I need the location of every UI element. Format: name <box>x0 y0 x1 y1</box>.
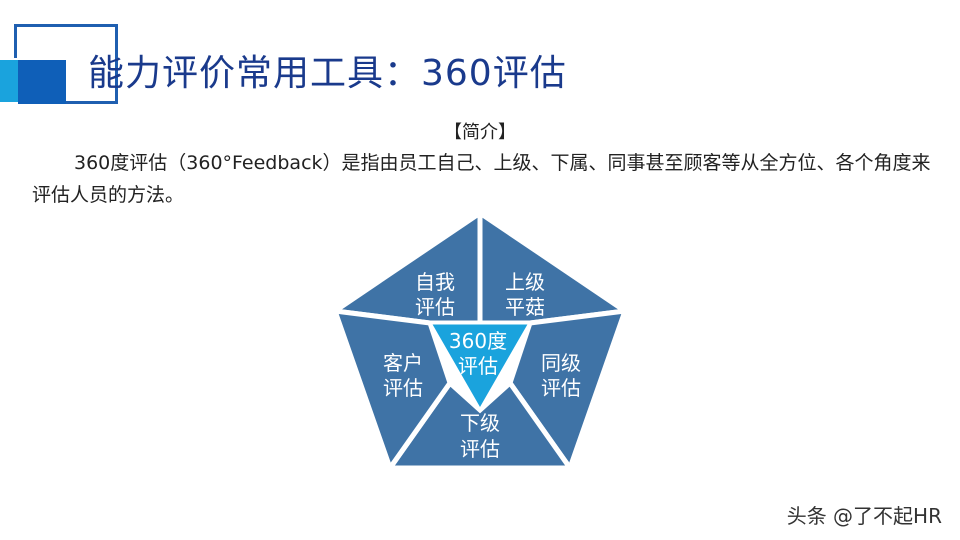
watermark: 头条 @了不起HR <box>786 504 942 528</box>
title-frame-line-right <box>115 24 118 104</box>
segment-left-line2: 评估 <box>383 376 423 400</box>
segment-top-right-fill <box>477 208 632 326</box>
title-frame-line-left <box>14 24 17 58</box>
segment-right-line1: 同级 <box>541 351 581 375</box>
section-heading: 【简介】 <box>444 122 516 143</box>
title-frame-line-bottom <box>62 101 118 104</box>
segment-top-left-fill <box>328 208 483 326</box>
segment-right-line2: 评估 <box>541 376 581 400</box>
segment-bottom-line1: 下级 <box>460 411 500 435</box>
title-frame-line-top <box>14 24 118 27</box>
segment-left-line1: 客户 <box>383 351 423 375</box>
center-triangle <box>427 321 533 414</box>
slide-title: 能力评价常用工具：360评估 <box>88 53 567 94</box>
segment-top-left-line1: 自我 <box>415 270 455 294</box>
center-label-line1: 360度 <box>449 329 507 353</box>
center-label-line2: 评估 <box>458 354 498 378</box>
description-text: 360度评估（360°Feedback）是指由员工自己、上级、下属、同事甚至顾客… <box>32 152 931 206</box>
title-accent-square-dark <box>18 60 66 104</box>
segment-top-right-line2: 平菇 <box>505 295 545 319</box>
segment-top-left-line2: 评估 <box>415 295 455 319</box>
segment-top-right-line1: 上级 <box>505 270 545 294</box>
segment-bottom-line2: 评估 <box>460 437 500 461</box>
